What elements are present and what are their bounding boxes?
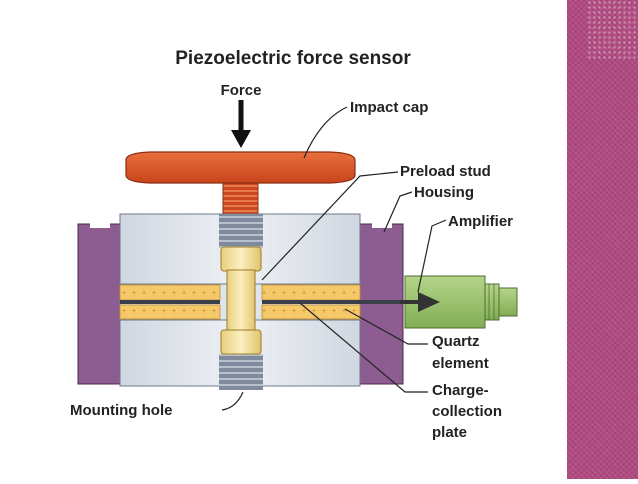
force-label: Force xyxy=(221,82,262,99)
mounting-hole-label: Mounting hole xyxy=(70,402,172,419)
impact-cap-label: Impact cap xyxy=(350,99,428,116)
preload-stud-label: Preload stud xyxy=(400,163,491,180)
quartz-label-line2: element xyxy=(432,355,489,372)
impact-cap xyxy=(125,151,356,215)
decorative-side-band xyxy=(567,0,638,479)
leader-lines xyxy=(221,106,447,411)
charge-label-line1: Charge- xyxy=(432,382,489,399)
housing-label: Housing xyxy=(414,184,474,201)
diagram-title: Piezoelectric force sensor xyxy=(175,48,411,69)
force-arrow xyxy=(231,100,251,148)
charge-label-line3: plate xyxy=(432,424,467,441)
sensor-diagram: + Piezoelectric force sensor Force xyxy=(70,48,518,441)
amplifier xyxy=(400,275,518,329)
preload-stud xyxy=(220,246,262,355)
amplifier-label: Amplifier xyxy=(448,213,513,230)
quartz-label-line1: Quartz xyxy=(432,333,480,350)
threaded-bore xyxy=(219,214,263,390)
charge-label-line2: collection xyxy=(432,403,502,420)
